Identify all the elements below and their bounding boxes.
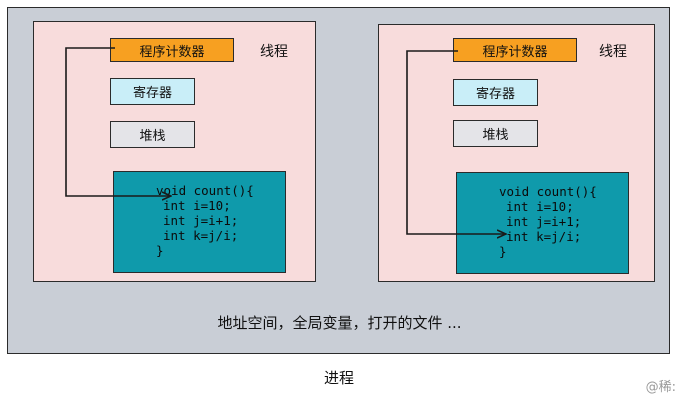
code-line: int j=i+1; xyxy=(506,214,582,229)
code-line: int k=j/i; xyxy=(506,229,582,244)
pc-arrow-1 xyxy=(65,47,170,196)
code-line: int j=i+1; xyxy=(163,213,239,228)
thread-2: 程序计数器 线程 寄存器 堆栈 void count(){ int i=10; … xyxy=(378,24,655,282)
code-line: } xyxy=(499,244,507,259)
program-counter-2: 程序计数器 xyxy=(453,38,577,62)
thread-label-2: 线程 xyxy=(599,44,627,60)
pc-arrow-2 xyxy=(406,50,505,234)
watermark: @稀: xyxy=(645,380,676,395)
program-counter-1: 程序计数器 xyxy=(110,38,234,62)
shared-resources-label: 地址空间，全局变量，打开的文件 ... xyxy=(217,314,462,332)
code-line: int i=10; xyxy=(163,198,231,213)
code-block-1: void count(){ int i=10; int j=i+1; int k… xyxy=(113,171,286,273)
stack-1: 堆栈 xyxy=(110,121,195,148)
stack-2: 堆栈 xyxy=(453,120,538,147)
registers-1: 寄存器 xyxy=(110,78,195,105)
registers-2: 寄存器 xyxy=(453,79,538,106)
thread-label-1: 线程 xyxy=(260,44,288,60)
thread-1: 程序计数器 线程 寄存器 堆栈 void count(){ int i=10; … xyxy=(33,21,316,282)
code-line: int k=j/i; xyxy=(163,228,239,243)
code-line: } xyxy=(156,243,164,258)
code-line: void count(){ xyxy=(499,184,597,199)
code-block-2: void count(){ int i=10; int j=i+1; int k… xyxy=(456,172,629,274)
process-container: 程序计数器 线程 寄存器 堆栈 void count(){ int i=10; … xyxy=(7,7,670,354)
process-caption: 进程 xyxy=(323,369,354,387)
code-line: int i=10; xyxy=(506,199,574,214)
